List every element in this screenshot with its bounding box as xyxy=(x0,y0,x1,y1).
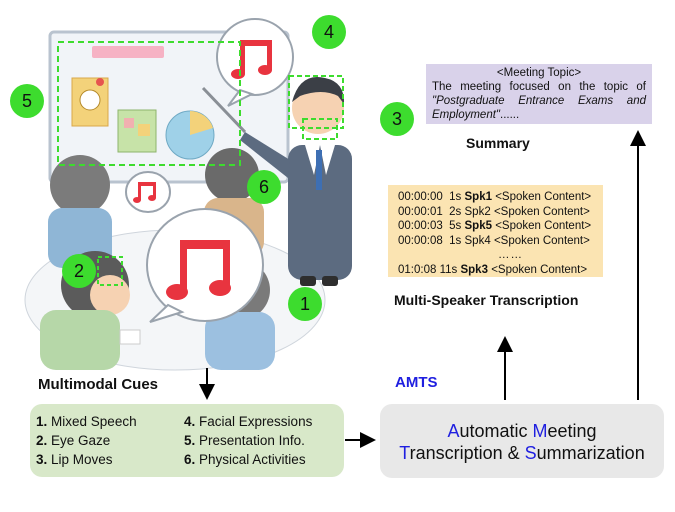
lip-highlight-box xyxy=(302,118,338,140)
speech-bubble-large xyxy=(146,208,264,323)
cue-item: 1. Mixed Speech xyxy=(36,414,137,429)
presenter-figure xyxy=(240,77,352,286)
chart-card-2 xyxy=(117,109,157,153)
presentation-highlight-box xyxy=(57,41,241,166)
transcript-row: 00:00:08 1s Spk4 <Spoken Content> xyxy=(398,234,590,247)
amts-box: Automatic Meeting Transcription & Summar… xyxy=(380,404,664,478)
pie-chart-icon xyxy=(79,89,101,111)
topic-title: "Postgraduate Entrance Exams and Employm… xyxy=(432,95,646,121)
amts-line-2: Transcription & Summarization xyxy=(399,443,645,463)
music-note-icon xyxy=(231,40,272,79)
cue-item: 5. Presentation Info. xyxy=(184,433,305,448)
badge-6: 6 xyxy=(247,170,281,204)
cue-item: 6. Physical Activities xyxy=(184,452,306,467)
amts-label: AMTS xyxy=(395,374,438,391)
speech-bubble-small xyxy=(125,171,171,213)
badge-3: 3 xyxy=(380,102,414,136)
transcription-heading: Multi-Speaker Transcription xyxy=(394,292,579,308)
transcript-row: 01:0:08 11s Spk3 <Spoken Content> xyxy=(398,263,588,276)
topic-suffix: ...... xyxy=(500,109,520,121)
cues-heading: Multimodal Cues xyxy=(38,376,159,393)
cue-item: 2. Eye Gaze xyxy=(36,433,111,448)
transcription-box: 00:00:00 1s Spk1 <Spoken Content> 00:00:… xyxy=(388,185,603,277)
cue-item: 4. Facial Expressions xyxy=(184,414,313,429)
cue-item: 3. Lip Moves xyxy=(36,452,113,467)
badge-2: 2 xyxy=(62,254,96,288)
meeting-topic-box: <Meeting Topic> The meeting focused on t… xyxy=(426,64,652,124)
badge-4: 4 xyxy=(312,15,346,49)
topic-body: The meeting focused on the topic of "Pos… xyxy=(432,80,646,122)
whiteboard-title-bar xyxy=(92,46,164,58)
topic-header: <Meeting Topic> xyxy=(496,67,582,79)
music-note-icon xyxy=(133,182,156,203)
transcript-row: 00:00:03 5s Spk5 <Spoken Content> xyxy=(398,220,592,232)
transcript-ellipsis: …… xyxy=(498,249,523,261)
eye-highlight-box xyxy=(97,256,123,286)
summary-heading: Summary xyxy=(466,135,530,151)
transcript-row: 00:00:01 2s Spk2 <Spoken Content> xyxy=(398,205,590,218)
face-highlight-box xyxy=(288,75,344,129)
badge-1: 1 xyxy=(288,287,322,321)
amts-line-1: Automatic Meeting xyxy=(447,421,597,441)
pointer-stick xyxy=(201,86,247,134)
cues-box: 1. Mixed Speech 2. Eye Gaze 3. Lip Moves… xyxy=(30,404,344,477)
badge-5: 5 xyxy=(10,84,44,118)
topic-prefix: The meeting focused on the topic of xyxy=(432,81,646,93)
transcript-row: 00:00:00 1s Spk1 <Spoken Content> xyxy=(398,191,592,203)
music-note-icon xyxy=(166,240,231,300)
